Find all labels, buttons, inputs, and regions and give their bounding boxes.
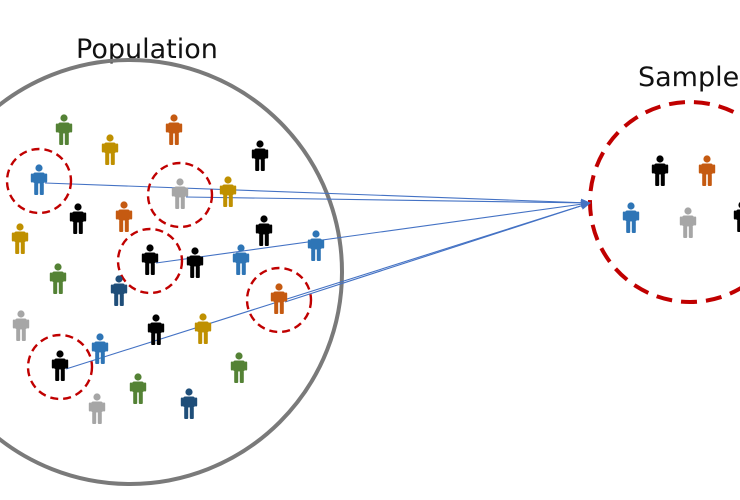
population-person-black xyxy=(147,314,165,345)
sample-person-black xyxy=(651,155,669,186)
population-person-gold xyxy=(219,176,237,207)
sample-circle xyxy=(588,100,740,304)
sample-person-black xyxy=(733,202,740,232)
population-person-blue xyxy=(232,244,250,275)
population-circle xyxy=(0,58,344,486)
population-person-blue xyxy=(30,164,48,195)
selection-ring xyxy=(5,147,73,215)
population-person-orange xyxy=(165,114,183,145)
population-person-gold xyxy=(101,134,119,165)
population-person-gray xyxy=(171,178,189,209)
population-person-green xyxy=(230,352,248,383)
population-person-gray xyxy=(12,310,30,341)
population-person-orange xyxy=(115,201,133,232)
population-person-navy xyxy=(180,388,198,419)
population-person-gold xyxy=(11,223,29,254)
population-person-blue xyxy=(307,230,325,261)
selection-ring xyxy=(26,333,94,401)
population-person-black xyxy=(141,244,159,275)
selection-ring xyxy=(146,161,214,229)
population-person-green xyxy=(49,263,67,294)
population-person-blue xyxy=(91,333,109,364)
population-person-green xyxy=(129,373,147,404)
population-person-green xyxy=(55,114,73,145)
population-person-black xyxy=(251,140,269,171)
population-person-navy xyxy=(110,275,128,306)
population-person-gray xyxy=(88,393,106,424)
sample-person-gray xyxy=(679,207,697,238)
sample-person-orange xyxy=(698,155,716,186)
selection-ring xyxy=(116,227,184,295)
sampling-arrow xyxy=(185,196,591,207)
sampling-arrow xyxy=(44,182,591,207)
population-person-black xyxy=(186,247,204,278)
selection-ring xyxy=(245,266,313,334)
sample-title: Sample xyxy=(638,62,740,93)
population-person-gold xyxy=(194,313,212,344)
population-person-orange xyxy=(270,283,288,314)
population-person-black xyxy=(51,350,69,381)
population-person-black xyxy=(69,203,87,234)
sampling-arrow xyxy=(155,200,591,264)
sample-person-blue xyxy=(622,202,640,233)
population-person-black xyxy=(255,215,273,246)
